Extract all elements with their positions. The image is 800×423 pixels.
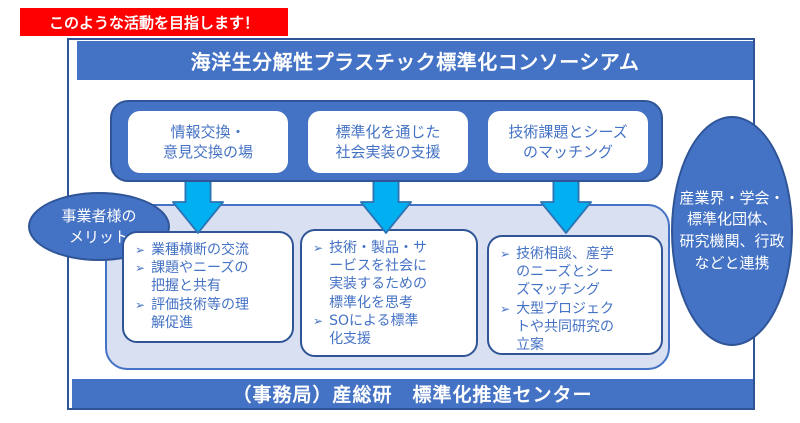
list-item: ➢ 業種横断の交流 bbox=[135, 241, 286, 259]
down-arrow-icon bbox=[539, 173, 593, 235]
bullet-arrow-icon: ➢ bbox=[135, 261, 146, 276]
function-box-seeds-matching: 技術課題とシーズ のマッチング bbox=[488, 111, 648, 173]
benefit-text: 技術・製品・サービスを社会に実装するための標準化を思考 bbox=[329, 240, 428, 311]
benefit-box-exchange: ➢ 業種横断の交流 ➢ 課題やニーズの把握と共有 ➢ 評価技術等の理解促進 bbox=[122, 231, 294, 343]
benefit-text: 課題やニーズの把握と共有 bbox=[151, 260, 249, 295]
bullet-arrow-icon: ➢ bbox=[135, 243, 146, 257]
benefit-box-implementation: ➢ 技術・製品・サービスを社会に実装するための標準化を思考 ➢ SOによる標準化… bbox=[300, 229, 478, 357]
consortium-title: 海洋生分解性プラスチック標準化コンソーシアム bbox=[77, 41, 753, 80]
list-item: ➢ 大型プロジェクトや共同研究の立案 bbox=[500, 300, 655, 355]
bullet-arrow-icon: ➢ bbox=[500, 301, 511, 316]
collaboration-ellipse: 産業界・学会・ 標準化団体、 研究機関、行政 などと連携 bbox=[671, 116, 793, 346]
benefit-text: 技術相談、産学のニーズとシーズマッチング bbox=[516, 246, 615, 299]
benefit-box-matching: ➢ 技術相談、産学のニーズとシーズマッチング ➢ 大型プロジェクトや共同研究の立… bbox=[487, 235, 663, 355]
goal-banner: このような活動を目指します！ bbox=[20, 8, 288, 36]
list-item: ➢ 課題やニーズの把握と共有 bbox=[135, 259, 286, 295]
benefit-text: SOによる標準化支援 bbox=[329, 312, 419, 347]
list-item: ➢ 技術・製品・サービスを社会に実装するための標準化を思考 bbox=[313, 239, 470, 312]
bullet-arrow-icon: ➢ bbox=[313, 241, 324, 255]
list-item: ➢ 技術相談、産学のニーズとシーズマッチング bbox=[500, 245, 655, 300]
bullet-arrow-icon: ➢ bbox=[313, 313, 324, 328]
bullet-arrow-icon: ➢ bbox=[135, 297, 146, 312]
down-arrow-icon bbox=[171, 173, 225, 235]
benefit-text: 大型プロジェクトや共同研究の立案 bbox=[516, 300, 615, 353]
benefit-text: 評価技術等の理解促進 bbox=[151, 296, 250, 331]
functions-band: 情報交換・ 意見交換の場 標準化を通じた 社会実装の支援 技術課題とシーズ のマ… bbox=[110, 100, 663, 182]
down-arrow-icon bbox=[359, 173, 413, 235]
bullet-arrow-icon: ➢ bbox=[500, 247, 511, 261]
function-box-standardization-support: 標準化を通じた 社会実装の支援 bbox=[308, 111, 468, 173]
function-box-information-exchange: 情報交換・ 意見交換の場 bbox=[128, 111, 288, 173]
benefit-text: 業種横断の交流 bbox=[151, 242, 250, 258]
list-item: ➢ SOによる標準化支援 bbox=[313, 312, 470, 348]
list-item: ➢ 評価技術等の理解促進 bbox=[135, 296, 286, 332]
secretariat-bar: （事務局）産総研 標準化推進センター bbox=[72, 379, 753, 408]
